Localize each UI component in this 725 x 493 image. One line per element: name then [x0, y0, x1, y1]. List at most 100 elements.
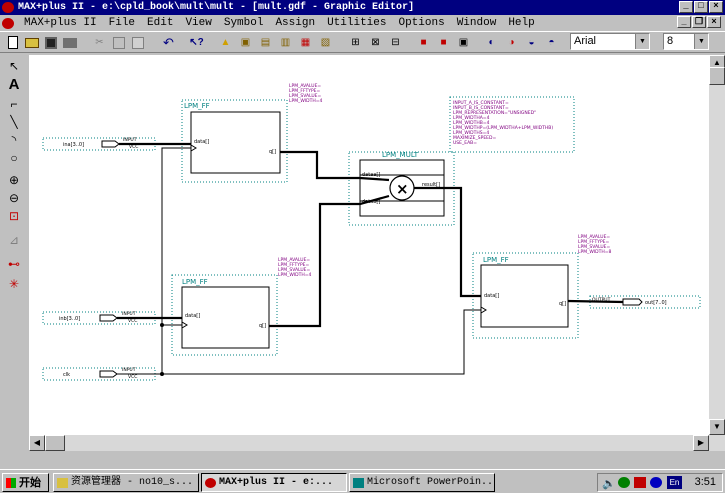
- copy-icon[interactable]: [110, 34, 127, 51]
- svg-text:data[]: data[]: [185, 313, 200, 319]
- start-button[interactable]: 开始: [2, 473, 49, 492]
- menu-options[interactable]: Options: [398, 17, 445, 29]
- svg-text:LPM_REPRESENTATION="UNSIGNED": LPM_REPRESENTATION="UNSIGNED": [453, 110, 536, 116]
- minimize-button[interactable]: _: [679, 1, 693, 13]
- circle-tool-icon[interactable]: ○: [10, 151, 18, 165]
- doc-close-button[interactable]: ×: [707, 16, 721, 28]
- simulator-icon[interactable]: ■: [420, 37, 427, 48]
- maxplus-app-icon[interactable]: [2, 2, 14, 13]
- svg-text:q[]: q[]: [259, 323, 266, 329]
- svg-text:LPM_FF: LPM_FF: [184, 102, 210, 110]
- save-check-icon[interactable]: ▥: [280, 37, 291, 48]
- fit-window-icon[interactable]: ⊡: [8, 209, 20, 223]
- menu-edit[interactable]: Edit: [147, 17, 174, 29]
- floorplan-editor-icon[interactable]: ⊠: [371, 37, 380, 48]
- svg-text:LPM_WIDTH=8: LPM_WIDTH=8: [578, 249, 611, 255]
- diagonal-line-icon[interactable]: ╲: [10, 115, 18, 129]
- menu-view[interactable]: View: [185, 17, 212, 29]
- task-maxplus[interactable]: MAX+plus II - e:...: [201, 473, 347, 492]
- timing-analyzer-icon[interactable]: ■: [440, 37, 447, 48]
- assign-clique-icon[interactable]: ◓: [548, 37, 555, 48]
- scroll-down-icon[interactable]: ▼: [709, 419, 725, 435]
- programmer-icon[interactable]: ▣: [458, 37, 469, 48]
- menu-assign[interactable]: Assign: [275, 17, 316, 29]
- assign-device-icon[interactable]: ◒: [528, 37, 535, 48]
- menu-maxplus[interactable]: MAX+plus II: [24, 17, 97, 29]
- undo-icon[interactable]: ↶: [163, 34, 174, 50]
- tray-app-icon[interactable]: [634, 477, 646, 488]
- menu-window[interactable]: Window: [456, 17, 497, 29]
- paste-icon[interactable]: [129, 34, 146, 51]
- new-file-icon[interactable]: [4, 34, 21, 51]
- close-button[interactable]: ×: [709, 1, 723, 13]
- svg-text:LPM_MULT: LPM_MULT: [382, 151, 419, 159]
- compiler-icon[interactable]: ⊟: [391, 37, 400, 48]
- save-simulate-icon[interactable]: ▧: [320, 37, 331, 48]
- arc-tool-icon[interactable]: ◝: [11, 133, 17, 147]
- menu-symbol[interactable]: Symbol: [223, 17, 264, 29]
- horizontal-scrollbar[interactable]: ◀ ▶: [29, 435, 709, 451]
- orthogonal-line-icon[interactable]: ⌐: [10, 97, 18, 111]
- help-pointer-icon[interactable]: ↖?: [189, 37, 204, 48]
- select-arrow-icon[interactable]: ↖: [8, 59, 20, 73]
- waveform-icon[interactable]: ◐: [488, 37, 495, 48]
- connect-tool-icon[interactable]: ⊷: [8, 257, 20, 271]
- hierarchy-display-icon[interactable]: ⊞: [351, 37, 360, 48]
- scroll-thumb-vertical[interactable]: [709, 67, 725, 85]
- menu-help[interactable]: Help: [508, 17, 535, 29]
- menu-file[interactable]: File: [108, 17, 136, 29]
- open-floorplan-icon[interactable]: ▤: [260, 37, 271, 48]
- zoom-in-icon[interactable]: ⊕: [8, 173, 20, 187]
- assign-pin-icon[interactable]: ◑: [508, 37, 515, 48]
- input-language-indicator[interactable]: En: [667, 476, 682, 489]
- disconnect-tool-icon[interactable]: ✳: [8, 277, 20, 291]
- maximize-button[interactable]: □: [694, 1, 708, 13]
- svg-text:MAXIMIZE_SPEED=: MAXIMIZE_SPEED=: [453, 135, 496, 141]
- svg-text:data[]: data[]: [194, 139, 209, 145]
- task-explorer[interactable]: 资源管理器 - no10_s...: [53, 473, 199, 492]
- lpm-ff-b-block[interactable]: LPM_FF data[] q[]: [171, 274, 278, 356]
- chevron-down-icon[interactable]: ▼: [635, 34, 649, 49]
- scroll-left-icon[interactable]: ◀: [29, 435, 45, 451]
- scroll-right-icon[interactable]: ▶: [693, 435, 709, 451]
- svg-text:×: ×: [396, 180, 409, 198]
- font-size-select[interactable]: 8 ▼: [663, 33, 709, 50]
- schematic-canvas[interactable]: LPM_AVALUE= LPM_FFTYPE= LPM_SVALUE= LPM_…: [29, 55, 709, 435]
- svg-text:ina[3..0]: ina[3..0]: [63, 142, 84, 148]
- chevron-down-icon[interactable]: ▼: [694, 34, 708, 49]
- task-powerpoint[interactable]: Microsoft PowerPoin...: [349, 473, 495, 492]
- menu-utilities[interactable]: Utilities: [327, 17, 387, 29]
- tray-app-icon[interactable]: [650, 477, 662, 488]
- hierarchy-down-icon[interactable]: ▣: [240, 37, 251, 48]
- hierarchy-up-icon[interactable]: ▲: [220, 37, 231, 48]
- taskbar-clock[interactable]: 3:51: [694, 476, 716, 488]
- font-select[interactable]: Arial ▼: [570, 33, 650, 50]
- lpm-ff-a-block[interactable]: LPM_FF data[] q[]: [181, 99, 288, 183]
- document-icon[interactable]: [2, 17, 14, 29]
- doc-minimize-button[interactable]: _: [677, 16, 691, 28]
- cut-icon[interactable]: ✂: [95, 37, 104, 48]
- svg-text:q[]: q[]: [269, 149, 276, 155]
- svg-text:LPM_FFTYPE=: LPM_FFTYPE=: [289, 88, 321, 94]
- tray-app-icon[interactable]: [618, 477, 630, 488]
- open-folder-icon[interactable]: [23, 34, 40, 51]
- status-bar: [0, 452, 725, 466]
- wire-junctions: [160, 323, 164, 376]
- print-icon[interactable]: [61, 34, 78, 51]
- volume-icon[interactable]: 🔈: [602, 478, 616, 490]
- schematic-drawing: LPM_AVALUE= LPM_FFTYPE= LPM_SVALUE= LPM_…: [42, 83, 701, 381]
- svg-text:LPM_FF: LPM_FF: [483, 256, 509, 264]
- svg-text:LPM_WIDTHA=4: LPM_WIDTHA=4: [453, 115, 490, 121]
- rubberband-icon[interactable]: ⊿: [8, 233, 20, 247]
- save-icon[interactable]: [42, 34, 59, 51]
- svg-text:LPM_WIDTHB=4: LPM_WIDTHB=4: [453, 120, 490, 126]
- task-explorer-label: 资源管理器 - no10_s...: [71, 477, 194, 488]
- lpm-ff-out-block[interactable]: LPM_FF data[] q[]: [472, 252, 579, 339]
- scroll-thumb-horizontal[interactable]: [45, 435, 65, 451]
- doc-restore-button[interactable]: ❐: [692, 16, 706, 28]
- zoom-out-icon[interactable]: ⊖: [8, 191, 20, 205]
- save-compile-icon[interactable]: ▦: [300, 37, 311, 48]
- text-tool-icon[interactable]: A: [8, 75, 20, 93]
- vertical-scrollbar[interactable]: ▲ ▼: [709, 55, 725, 451]
